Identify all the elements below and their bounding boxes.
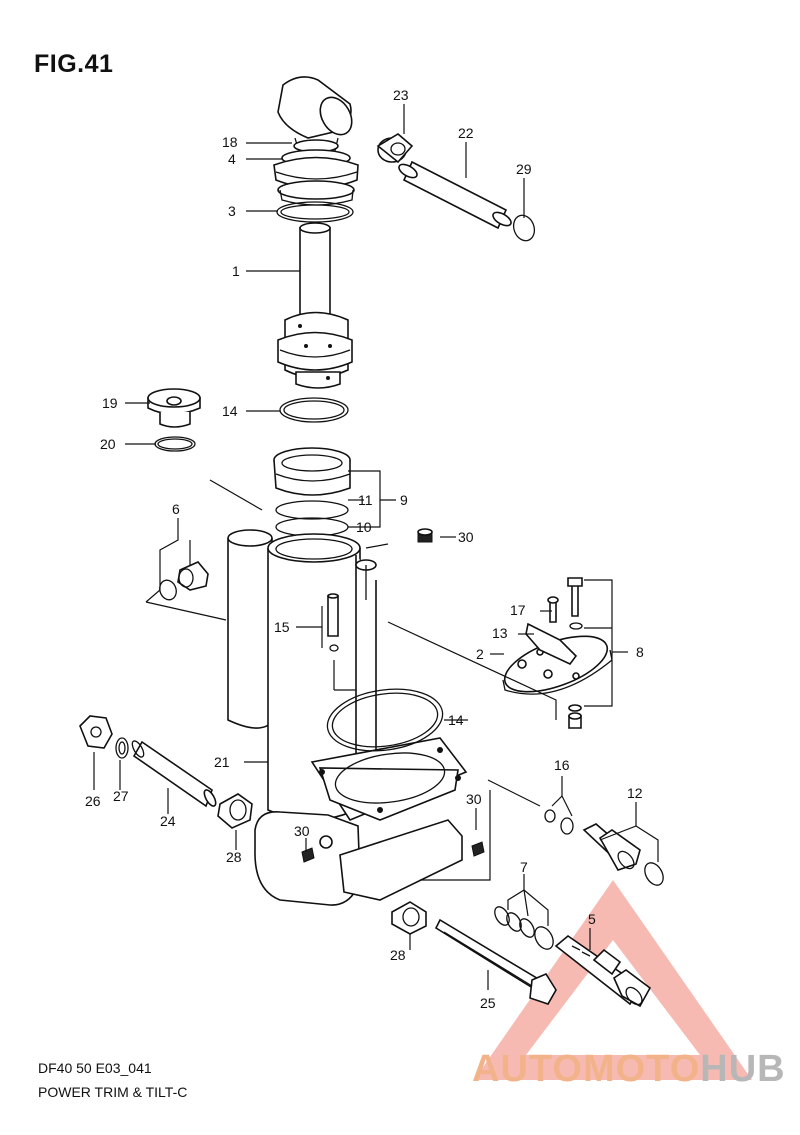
callout-30-top: 30 [458,529,474,545]
callout-27: 27 [113,788,129,804]
valve-flange [310,737,468,821]
callout-9: 9 [400,492,408,508]
callout-15: 15 [274,619,290,635]
callout-22: 22 [458,125,474,141]
cylinder-cap [273,447,351,496]
callout-4: 4 [228,151,236,167]
watermark-logo: AUTOMOTOHUB [472,1048,786,1091]
callout-12: 12 [627,785,643,801]
callout-17: 17 [510,602,526,618]
callout-26: 26 [85,793,101,809]
diagram-subtitle: POWER TRIM & TILT-C [38,1084,188,1100]
watermark-text-primary: AUTOMOTO [472,1048,701,1090]
callout-30-left: 30 [294,823,310,839]
diagram-code: DF40 50 E03_041 [38,1060,152,1076]
callout-labels: 18 4 3 1 23 22 29 19 20 14 11 9 10 30 6 … [85,87,644,1011]
callout-20: 20 [100,436,116,452]
callout-1: 1 [232,263,240,279]
leader-lines [93,104,659,990]
filler-plug [147,388,201,428]
figure-title: FIG.41 [34,50,114,78]
watermark-triangle [474,880,752,1080]
callout-16: 16 [554,757,570,773]
callout-11: 11 [358,492,373,508]
callout-19: 19 [102,395,118,411]
callout-28: 28 [226,849,242,865]
o-ring-14 [279,397,349,423]
callout-8: 8 [636,644,644,660]
pin-15 [327,593,339,652]
callout-14: 14 [222,403,238,419]
callout-6: 6 [172,501,180,517]
seal-rings-7 [494,906,554,950]
callout-13: 13 [492,625,508,641]
lower-pivot-parts [79,715,427,935]
o-ring-14-lower [326,688,444,752]
ring-11 [275,500,349,520]
manual-valve-5 [554,934,652,1008]
callout-21: 21 [214,754,230,770]
callout-3: 3 [228,203,236,219]
valve-12-and-seals [544,809,664,886]
callout-28-lower: 28 [390,947,406,963]
tilt-rod-piston [277,222,353,389]
callout-18: 18 [222,134,238,150]
callout-5: 5 [588,911,596,927]
callout-25: 25 [480,995,496,1011]
pivot-pin-22 [376,133,536,242]
o-ring-3 [276,201,354,223]
callout-30-right: 30 [466,791,482,807]
fitting-6 [159,561,209,601]
callout-7: 7 [520,859,528,875]
tilt-rod-eye [273,76,359,206]
callout-23: 23 [393,87,409,103]
callout-10: 10 [356,519,372,535]
cylinder-body [227,529,463,906]
callout-14-lower: 14 [448,712,464,728]
callout-2: 2 [476,646,484,662]
plug-30 [301,528,485,863]
callout-24: 24 [160,813,176,829]
callout-29: 29 [516,161,532,177]
watermark-text-secondary: HUB [700,1048,786,1090]
bolt-25 [434,918,557,1005]
